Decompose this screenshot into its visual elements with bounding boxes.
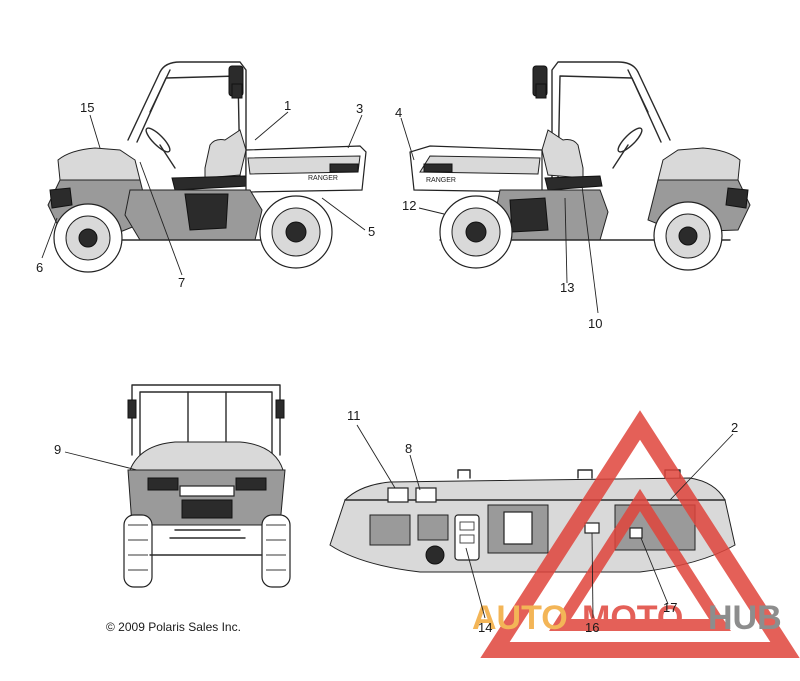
callout-13: 13 <box>560 280 574 295</box>
callout-11: 11 <box>347 408 361 423</box>
callout-12: 12 <box>402 198 416 213</box>
callout-17: 17 <box>663 600 677 615</box>
ranger-decal-text-left: RANGER <box>308 175 338 182</box>
callout-4: 4 <box>395 105 402 120</box>
callout-10: 10 <box>588 316 602 331</box>
watermark-hub: HUB <box>708 599 782 637</box>
callout-8: 8 <box>405 441 412 456</box>
watermark-auto: AUTO <box>472 599 568 637</box>
vehicle-right-side-view: RANGER <box>409 61 751 271</box>
callout-14: 14 <box>478 620 492 635</box>
callout-1: 1 <box>284 98 291 113</box>
automotohub-watermark: AUTO MOTO HUB <box>472 410 800 658</box>
callout-5: 5 <box>368 224 375 239</box>
callout-15: 15 <box>80 100 94 115</box>
callout-16: 16 <box>585 620 599 635</box>
callout-7: 7 <box>178 275 185 290</box>
callout-9: 9 <box>54 442 61 457</box>
vehicle-left-side-view: RANGER <box>47 61 367 273</box>
ranger-decal-text-right: RANGER <box>426 177 456 184</box>
leader-lines <box>41 111 734 619</box>
callout-3: 3 <box>356 101 363 116</box>
vehicle-front-view <box>123 384 291 588</box>
watermark-moto: MOTO <box>582 599 683 637</box>
copyright-text: © 2009 Polaris Sales Inc. <box>106 620 241 634</box>
callout-numbers: 1 2 3 4 5 6 7 8 9 10 11 12 13 14 15 16 1… <box>36 98 738 635</box>
callout-6: 6 <box>36 260 43 275</box>
callout-2: 2 <box>731 420 738 435</box>
